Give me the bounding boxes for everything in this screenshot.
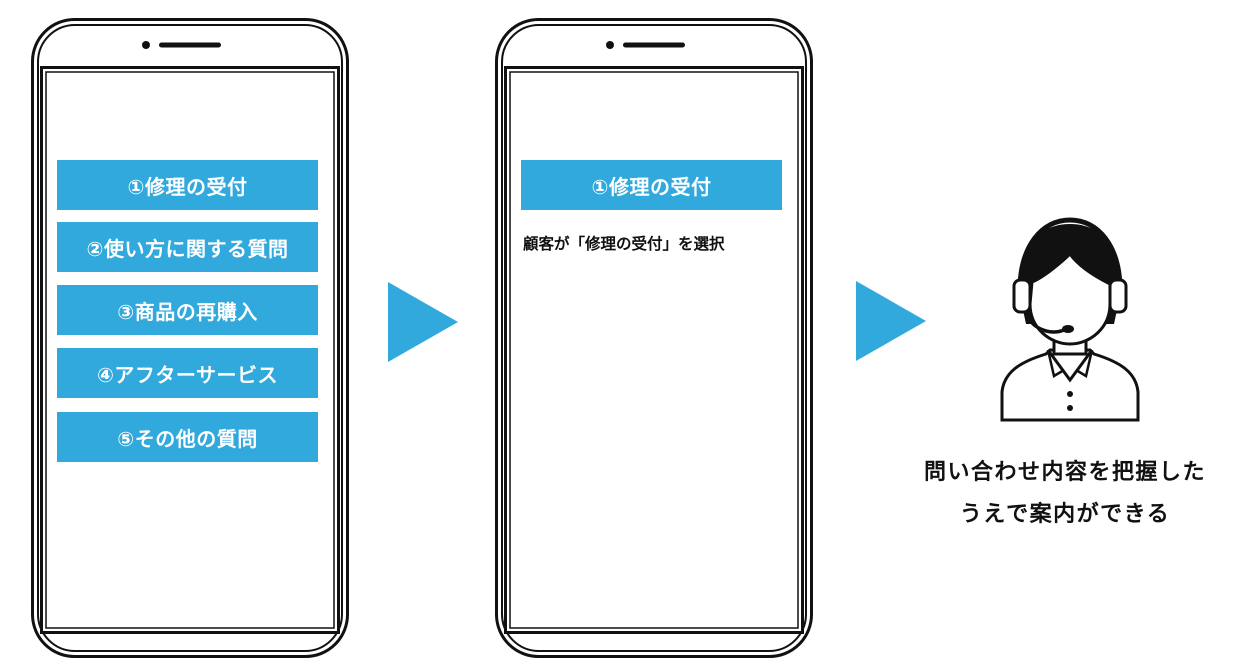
menu-item-usage-question[interactable]: ②使い方に関する質問	[57, 222, 318, 272]
selected-menu-item[interactable]: ①修理の受付	[521, 160, 782, 210]
selection-description: 顧客が「修理の受付」を選択	[523, 235, 725, 253]
menu-item-repair[interactable]: ①修理の受付	[57, 160, 318, 210]
phone-frame-icon	[31, 18, 349, 658]
arrow-right-icon	[856, 281, 926, 361]
operator-caption-line1: 問い合わせ内容を把握した	[923, 460, 1206, 485]
phone-menu: ①修理の受付 ②使い方に関する質問 ③商品の再購入 ④アフターサービス ⑤その他…	[31, 18, 349, 658]
phone-frame-icon	[495, 18, 813, 658]
phone-selected: ①修理の受付 顧客が「修理の受付」を選択	[495, 18, 813, 658]
operator-headset-icon	[1000, 217, 1140, 422]
menu-item-other-question[interactable]: ⑤その他の質問	[57, 412, 318, 462]
menu-item-repurchase[interactable]: ③商品の再購入	[57, 285, 318, 335]
operator-caption-line2: うえで案内ができる	[959, 502, 1171, 527]
arrow-right-icon	[388, 282, 458, 362]
menu-item-after-service[interactable]: ④アフターサービス	[57, 348, 318, 398]
